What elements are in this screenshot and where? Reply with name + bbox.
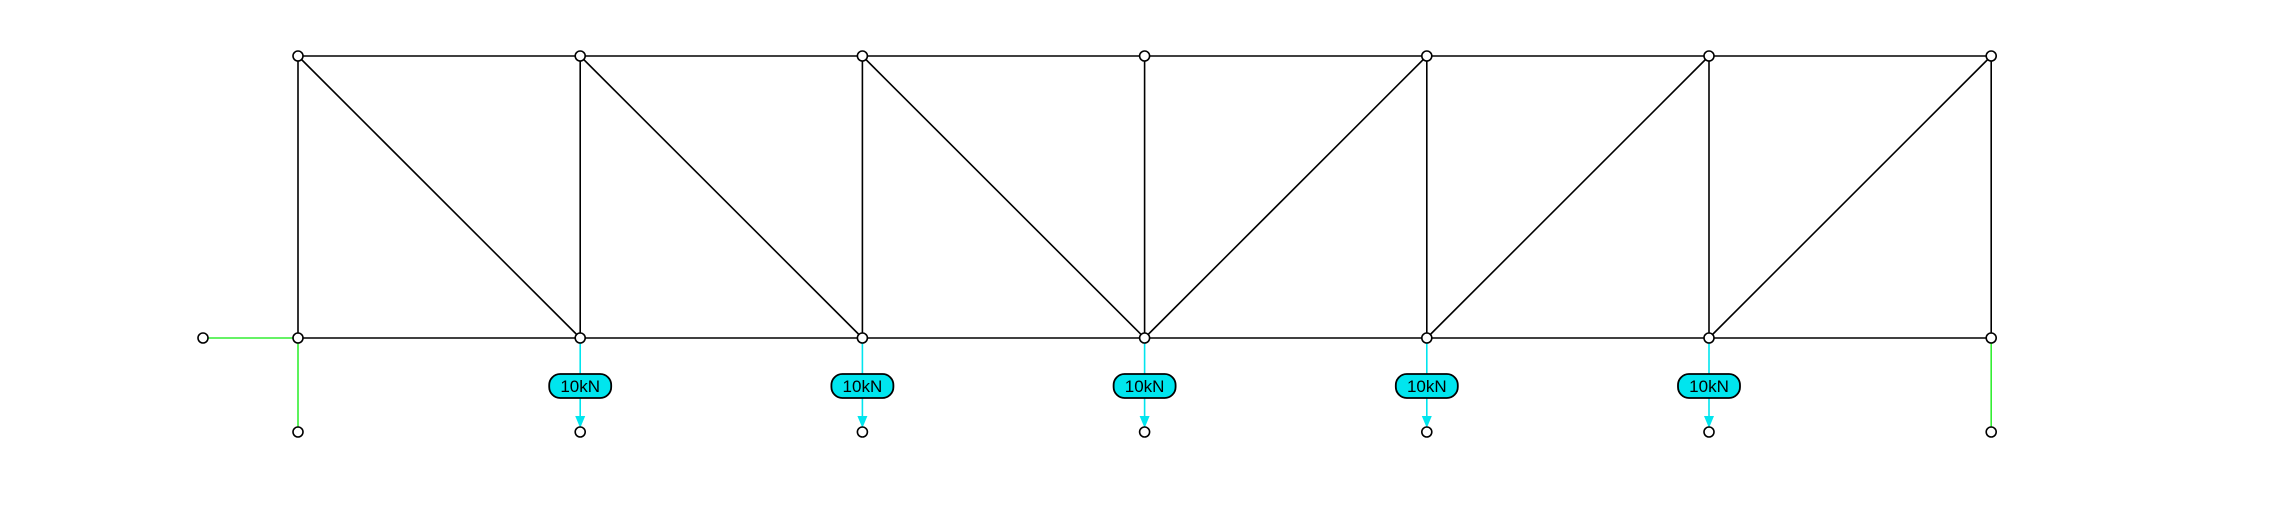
bottom-chord-node (292, 332, 304, 344)
top-chord-node (856, 50, 869, 62)
load-label: 10kN (560, 377, 600, 396)
top-chord-node (574, 50, 587, 62)
load-end-node (1703, 426, 1715, 438)
support-reactions (203, 337, 1992, 432)
load-label: 10kN (1125, 377, 1165, 396)
load-end-node (1421, 426, 1433, 438)
bottom-chord-node (856, 332, 869, 344)
load-label: 10kN (1689, 377, 1729, 396)
load-end-node (1138, 426, 1151, 438)
top-chord-node (1138, 50, 1151, 62)
point-loads: 10kN 10kN 10kN 10kN 10kN (548, 338, 1741, 428)
load-arrow-head (1139, 416, 1150, 428)
bottom-chord-node (1138, 332, 1151, 344)
top-chord-node (1703, 50, 1715, 62)
top-chord-node (1421, 50, 1433, 62)
truss-members (297, 55, 1992, 339)
load-label-box (1677, 373, 1741, 399)
bottom-chord-node (1985, 332, 1997, 344)
top-chord-node (1985, 50, 1997, 62)
diagonal-member (579, 55, 863, 339)
load-arrow-head (1704, 416, 1714, 428)
load-label: 10kN (1407, 377, 1447, 396)
diagonal-member (861, 55, 1146, 339)
load-arrow-head (1421, 416, 1432, 428)
load-label-box (830, 373, 895, 399)
load-end-node (856, 426, 869, 438)
load-end-node (574, 426, 587, 438)
bottom-chord-node (1421, 332, 1433, 344)
load-label-box (1394, 373, 1459, 399)
reaction-end-node (197, 332, 209, 344)
load-label: 10kN (843, 377, 883, 396)
top-chord-node (292, 50, 304, 62)
truss-nodes (197, 50, 1997, 438)
load-arrow-head (857, 416, 868, 428)
bottom-chord-node (1703, 332, 1715, 344)
diagonal-member (297, 55, 581, 339)
load-label-box (548, 373, 613, 399)
load-label-box (1112, 373, 1177, 399)
diagonal-member (1426, 55, 1710, 339)
diagonal-member (1144, 55, 1428, 339)
diagonal-member (1708, 55, 1992, 339)
reaction-end-node (1985, 426, 1997, 438)
bottom-chord-node (574, 332, 587, 344)
reaction-end-node (292, 426, 304, 438)
load-arrow-head (575, 416, 586, 428)
